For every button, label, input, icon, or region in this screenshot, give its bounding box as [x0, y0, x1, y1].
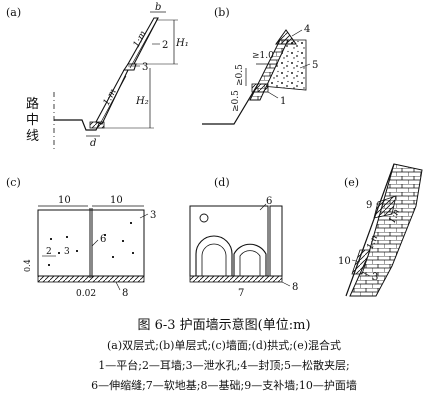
dim-top: ≥1.0: [252, 51, 274, 61]
marker-3e: 3: [372, 272, 378, 283]
road-centerline-label-3: 线: [26, 129, 39, 144]
panel-a-tag: (a): [6, 6, 21, 19]
side-wall: [269, 205, 283, 277]
marker-6c: 6: [100, 234, 106, 245]
panel-e: (e) 1:n 1:n 9 10 3: [338, 163, 423, 297]
marker-1: 1: [280, 96, 286, 107]
marker-10e: 10: [338, 256, 351, 267]
leader-6c: [91, 239, 99, 247]
marker-2: 2: [162, 40, 168, 51]
leader-8d: [281, 281, 291, 287]
figure-caption-panels: (a)双层式;(b)单层式;(c)墙面;(d)拱式;(e)混合式: [106, 339, 342, 352]
panel-a: (a) 路 中 线 b H₁ H₂ d 1:m 1:m 2 3: [6, 2, 189, 150]
platform-b: [251, 83, 269, 93]
marker-9e: 9: [366, 200, 372, 211]
wall-face: [37, 209, 145, 277]
marker-4: 4: [304, 24, 310, 35]
leader-4: [291, 29, 303, 37]
dim-10b: 10: [110, 195, 123, 206]
road-centerline-label-2: 中: [26, 113, 39, 128]
marker-7d: 7: [238, 288, 244, 299]
arch-inner: [201, 243, 261, 276]
slope-line: [99, 17, 159, 125]
foundation-d: [189, 275, 283, 283]
marker-3c: 3: [150, 210, 156, 221]
figure-caption-legend-2: 6—伸缩缝;7—软地基;8—基础;9—支补墙;10—护面墙: [91, 379, 357, 392]
marker-8d: 8: [292, 282, 298, 293]
leader-1: [267, 91, 279, 99]
weep-holes: [48, 222, 134, 266]
panel-d-tag: (d): [214, 176, 230, 189]
figure-caption-title: 图 6-3 护面墙示意图(单位:m): [137, 318, 311, 333]
dim-side: ≥0.5: [235, 64, 245, 86]
marker-5: 5: [312, 60, 318, 71]
dim-d: d: [90, 138, 96, 149]
panel-e-tag: (e): [344, 176, 359, 189]
buttress-wall: [373, 195, 397, 219]
wall-foundation: [89, 121, 105, 129]
dim-bottom: ≥0.5: [231, 90, 241, 112]
leader-6d: [259, 203, 267, 211]
ground-line-b: [202, 83, 259, 125]
rock-face: [349, 163, 423, 297]
foundation-c: [37, 275, 145, 283]
marker-8c: 8: [122, 288, 128, 299]
panel-d: (d) 6 7 8: [189, 176, 298, 299]
panel-b-tag: (b): [214, 6, 230, 19]
leader-8c: [115, 281, 121, 291]
dim-2: 2: [46, 247, 52, 257]
figure-caption-legend-1: 1—平台;2—耳墙;3—泄水孔;4—封顶;5—松散夹层;: [98, 359, 350, 372]
dim-04: 0.4: [23, 259, 32, 272]
leader-5: [299, 63, 311, 69]
dim-b: b: [155, 2, 161, 13]
dim-002: 0.02: [76, 289, 96, 299]
arch-openings: [195, 235, 267, 276]
panel-c: (c) 10 10 2 3 0.4 0.02 3 6 8: [6, 176, 156, 299]
arch-wall: [189, 205, 269, 277]
dim-h2: H₂: [135, 96, 149, 107]
marker-6d: 6: [266, 196, 272, 207]
dim-10a: 10: [58, 195, 71, 206]
wall-cap: [275, 29, 297, 45]
panel-b: (b) ≥1.0 ≥0.5 ≥0.5 4 5 1: [202, 6, 318, 125]
dim-h1: H₁: [175, 38, 189, 49]
leader-3c: [139, 213, 149, 219]
lower-protection-wall: [351, 249, 371, 275]
road-centerline-label-1: 路: [26, 96, 39, 112]
weep-hole-d: [199, 213, 209, 223]
panel-c-tag: (c): [6, 176, 21, 189]
dim-3: 3: [64, 247, 70, 257]
marker-3: 3: [142, 62, 148, 73]
intermediate-platform: [122, 63, 137, 71]
leader-3e: [361, 271, 371, 277]
leader-10e: [351, 259, 361, 263]
